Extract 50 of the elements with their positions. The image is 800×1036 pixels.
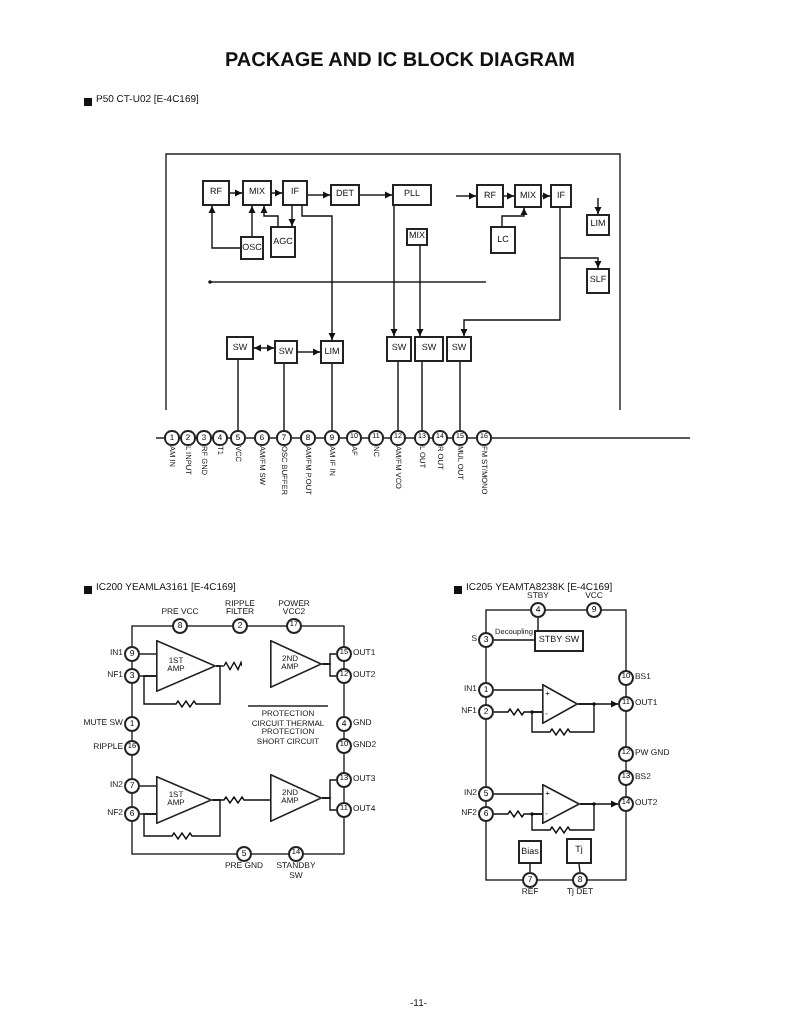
- arrow: [390, 205, 398, 337]
- amplifier-symbol: [156, 776, 212, 824]
- signal-line: [139, 785, 157, 787]
- arrow: [253, 344, 275, 352]
- signal-line: [321, 797, 337, 811]
- signal-line: [529, 863, 531, 873]
- pin-circle: [478, 632, 494, 648]
- pin-circle: [522, 872, 538, 888]
- arrow: [501, 207, 528, 227]
- arrow: [248, 205, 256, 237]
- resistor-symbol: [224, 660, 242, 672]
- arrow: [460, 207, 561, 337]
- signal-line: [578, 863, 581, 873]
- feedback-resistor-line: [531, 703, 595, 737]
- signal-line: [493, 793, 543, 795]
- arrow: [359, 191, 393, 199]
- signal-line: [493, 689, 543, 691]
- arrow: [559, 257, 602, 269]
- arrow: [455, 192, 477, 200]
- arrow: [541, 192, 551, 200]
- signal-line: [321, 663, 337, 677]
- signal-line: [397, 361, 399, 432]
- signal-line: [139, 653, 157, 655]
- signal-line: [237, 359, 239, 432]
- arrow: [288, 205, 296, 227]
- arrow: [271, 189, 283, 197]
- feedback-resistor-line: [143, 799, 221, 841]
- arrow: [503, 192, 515, 200]
- feedback-resistor-line: [143, 665, 221, 709]
- signal-line: [459, 361, 461, 432]
- signal-line: [421, 361, 423, 432]
- arrow: [229, 189, 243, 197]
- arrow: [297, 348, 321, 356]
- arrow: [307, 191, 331, 199]
- amplifier-symbol: [156, 640, 216, 692]
- amplifier-symbol: [542, 684, 578, 724]
- signal-line: [283, 363, 285, 432]
- signal-line: [493, 639, 535, 641]
- arrow: [260, 205, 279, 227]
- arrow: [301, 205, 336, 341]
- page-title: PACKAGE AND IC BLOCK DIAGRAM: [225, 52, 575, 72]
- arrow: [416, 245, 424, 337]
- signal-line: [537, 617, 539, 631]
- amplifier-symbol: [270, 774, 322, 822]
- arrow: [594, 197, 602, 215]
- amplifier-symbol: [542, 784, 580, 824]
- signal-line: [331, 363, 333, 432]
- amplifier-symbol: [270, 640, 322, 688]
- arrow: [208, 205, 241, 249]
- feedback-resistor-line: [531, 803, 595, 835]
